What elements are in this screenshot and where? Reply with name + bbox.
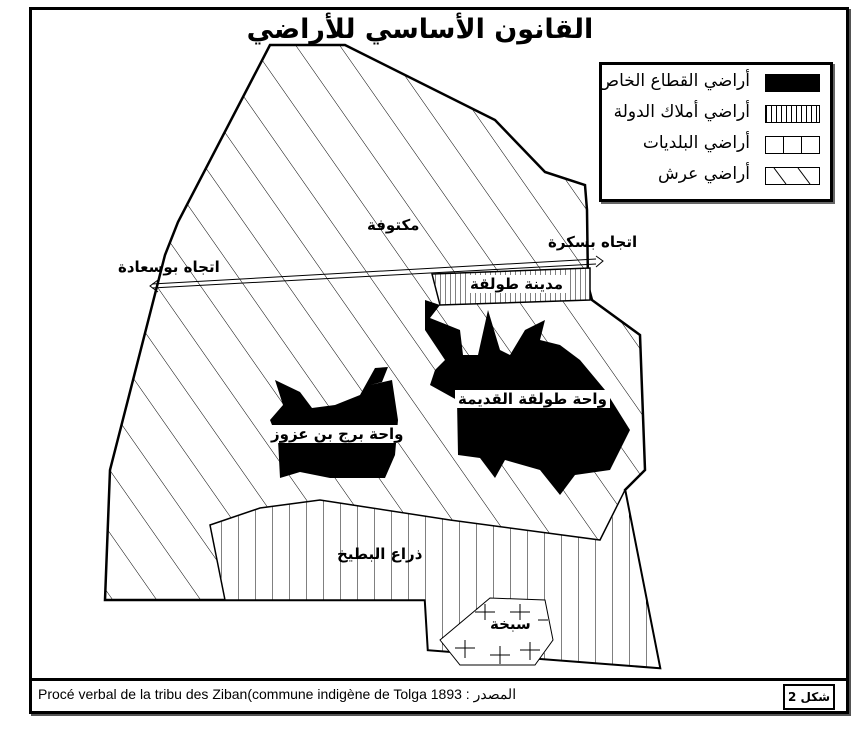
legend-item-state: أراضي أملاك الدولة (602, 100, 830, 128)
legend-item-arch: أراضي عرش (602, 162, 830, 190)
map-title: القانون الأساسي للأراضي (246, 14, 594, 45)
label-to-biskra: اتجاه بسكرة (548, 233, 638, 251)
road (149, 255, 604, 293)
dense-vertical-swatch-icon (765, 105, 820, 123)
sparse-vertical-swatch-icon (765, 136, 820, 154)
label-to-bousaada: اتجاه بوسعادة (118, 258, 220, 276)
solid-black-swatch-icon (765, 74, 820, 92)
footer-divider (29, 678, 849, 681)
legend-label: أراضي عرش (658, 164, 750, 184)
diagonal-swatch-icon (765, 167, 820, 185)
figure-number: شكل 2 (783, 684, 835, 710)
label-borj-oasis: واحة برج بن عزوز (268, 425, 407, 443)
sebkha-marks (455, 604, 548, 664)
map-frame (29, 7, 849, 714)
label-touggourt-town: مدينة طولقة (467, 275, 567, 293)
legend-label: أراضي البلديات (642, 133, 750, 153)
arch-land-area (103, 43, 662, 670)
source-text: Procé verbal de la tribu des Ziban(commu… (38, 686, 517, 702)
label-sebkha: سبخة (490, 615, 531, 633)
legend-item-municipal: أراضي البلديات (602, 131, 830, 159)
legend: أراضي القطاع الخاص أراضي أملاك الدولة أر… (599, 62, 833, 202)
private-land-borj-oasis (270, 367, 398, 478)
label-maktoufa: مكتوفة (367, 216, 420, 234)
legend-label: أراضي أملاك الدولة (613, 102, 750, 122)
label-dhraa: ذراع البطيخ (337, 545, 423, 563)
legend-label: أراضي القطاع الخاص (598, 71, 750, 91)
legend-item-private: أراضي القطاع الخاص (598, 69, 830, 97)
label-old-oasis: واحة طولقة القديمة (455, 390, 610, 408)
